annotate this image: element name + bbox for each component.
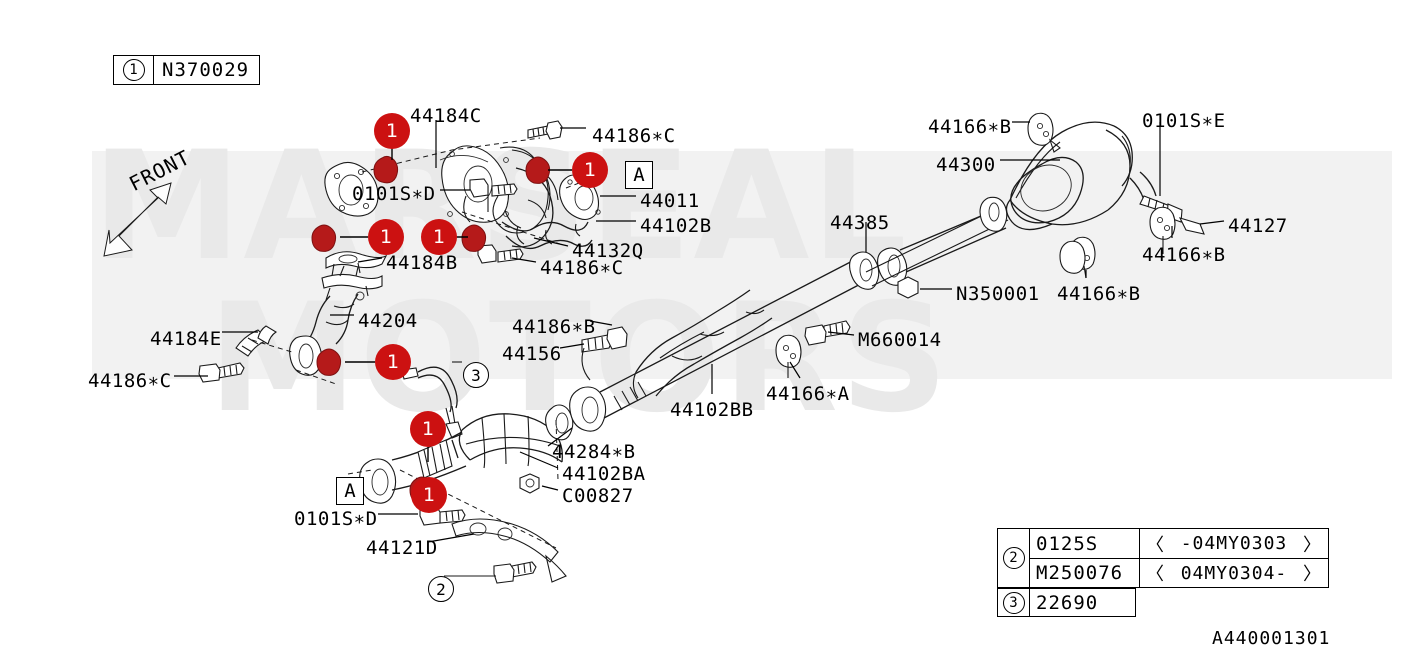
legend-table-item-2: 2 0125S 〈 -04MY0303 〉 M250076 〈 04MY0304… bbox=[997, 528, 1329, 588]
callout-balloon-1[interactable]: 1 bbox=[375, 344, 411, 380]
bolt-item2 bbox=[493, 561, 537, 584]
legend-index-cell: 1 bbox=[114, 56, 154, 84]
part-label-44166A: 44166∗A bbox=[766, 383, 850, 405]
part-label-44300: 44300 bbox=[936, 154, 996, 176]
range-close-bracket: 〉 bbox=[1302, 534, 1322, 556]
part-number-cell: 0125S bbox=[1030, 529, 1140, 558]
range-text: -04MY0303 bbox=[1180, 533, 1288, 554]
part-label-44284B: 44284∗B bbox=[552, 441, 636, 463]
part-number-cell: 22690 bbox=[1036, 591, 1099, 614]
section-marker-A: A bbox=[625, 161, 653, 189]
legend-index-3: 3 bbox=[1002, 591, 1025, 614]
part-label-C00827: C00827 bbox=[562, 485, 634, 507]
part-label-44166B: 44166∗B bbox=[928, 116, 1012, 138]
part-label-44204: 44204 bbox=[358, 310, 418, 332]
range-open-bracket: 〈 bbox=[1146, 534, 1165, 556]
circled-index-3[interactable]: 3 bbox=[463, 362, 489, 388]
part-label-44166B: 44166∗B bbox=[1057, 283, 1141, 305]
part-label-N350001: N350001 bbox=[956, 283, 1040, 305]
part-label-0101SE: 0101S∗E bbox=[1142, 110, 1226, 132]
part-label-44011: 44011 bbox=[640, 190, 700, 212]
watermark-top-text: MARSEAL bbox=[92, 120, 910, 294]
part-label-M660014: M660014 bbox=[858, 329, 942, 351]
part-label-0101SD: 0101S∗D bbox=[352, 183, 436, 205]
model-year-cell: 〈 04MY0304- 〉 bbox=[1140, 559, 1328, 587]
section-marker-A: A bbox=[336, 477, 364, 505]
watermark-bottom-text: MOTORS bbox=[208, 272, 951, 446]
part-label-44184C: 44184C bbox=[410, 105, 482, 127]
callout-balloon-1[interactable]: 1 bbox=[572, 152, 608, 188]
part-number-cell: M250076 bbox=[1030, 559, 1140, 587]
part-label-44127: 44127 bbox=[1228, 215, 1288, 237]
part-label-44102BB: 44102BB bbox=[670, 399, 754, 421]
part-label-44186C: 44186∗C bbox=[540, 257, 624, 279]
legend-part-number-1: N370029 bbox=[162, 59, 250, 81]
legend-box-item-1: 1 N370029 bbox=[113, 55, 261, 85]
part-label-44156: 44156 bbox=[502, 343, 562, 365]
legend-index-cell-3: 3 bbox=[998, 589, 1030, 616]
document-id: A440001301 bbox=[1212, 628, 1331, 649]
legend-index-cell-2: 2 bbox=[998, 529, 1030, 587]
part-label-44184B: 44184B bbox=[386, 252, 458, 274]
legend-table-item-3: 3 22690 bbox=[997, 588, 1136, 617]
part-label-0101SD: 0101S∗D bbox=[294, 508, 378, 530]
part-label-44184E: 44184E bbox=[150, 328, 222, 350]
range-open-bracket: 〈 bbox=[1146, 564, 1165, 585]
legend-index-2: 2 bbox=[1002, 547, 1025, 569]
callout-balloon-1[interactable]: 1 bbox=[411, 477, 447, 513]
callout-balloon-1[interactable]: 1 bbox=[368, 219, 404, 255]
part-label-44186C: 44186∗C bbox=[592, 125, 676, 147]
part-label-44186B: 44186∗B bbox=[512, 316, 596, 338]
range-text: 04MY0304- bbox=[1180, 562, 1288, 584]
table-row: 0125S 〈 -04MY0303 〉 bbox=[1030, 529, 1328, 558]
part-label-44102BA: 44102BA bbox=[562, 463, 646, 485]
part-label-44102B: 44102B bbox=[640, 215, 712, 237]
part-label-44121D: 44121D bbox=[366, 537, 438, 559]
part-label-44385: 44385 bbox=[830, 212, 890, 234]
callout-balloon-1[interactable]: 1 bbox=[374, 113, 410, 149]
circled-index-2[interactable]: 2 bbox=[428, 576, 454, 602]
callout-balloon-1[interactable]: 1 bbox=[410, 411, 446, 447]
table-row: M250076 〈 04MY0304- 〉 bbox=[1030, 558, 1328, 587]
legend-rows-2: 0125S 〈 -04MY0303 〉 M250076 〈 04MY0304- … bbox=[1030, 529, 1328, 587]
range-close-bracket: 〉 bbox=[1302, 564, 1322, 585]
part-label-44186C: 44186∗C bbox=[88, 370, 172, 392]
model-year-cell: 〈 -04MY0303 〉 bbox=[1140, 529, 1328, 558]
part-label-44166B: 44166∗B bbox=[1142, 244, 1226, 266]
callout-balloon-1[interactable]: 1 bbox=[421, 219, 457, 255]
legend-index-1: 1 bbox=[122, 59, 145, 81]
